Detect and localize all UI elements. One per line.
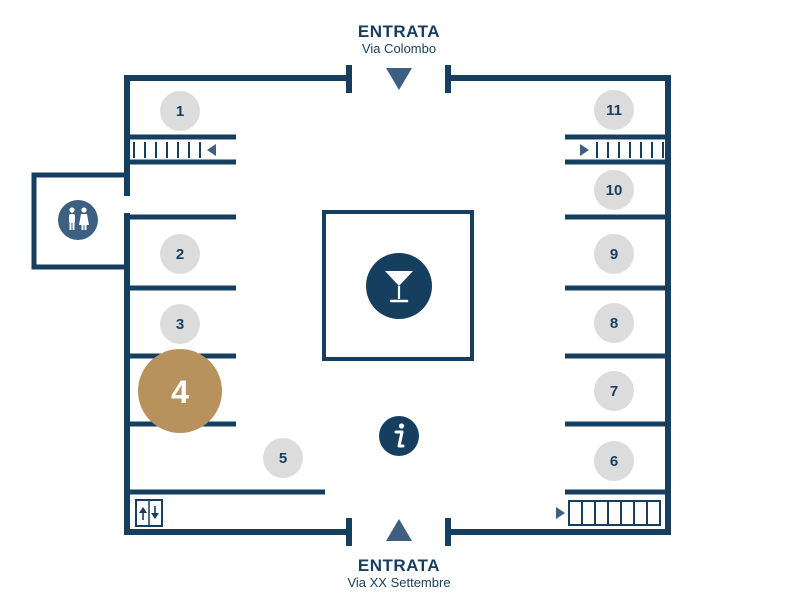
stairs-icon — [556, 500, 661, 526]
stall-marker[interactable]: 5 — [263, 438, 303, 478]
central-bar-area — [322, 210, 474, 361]
entrance-top-title: ENTRATA — [357, 22, 441, 41]
restroom-annex — [31, 172, 127, 270]
stall-marker[interactable]: 2 — [160, 234, 200, 274]
stairs-icon — [133, 142, 216, 158]
stall-marker[interactable]: 11 — [594, 90, 634, 130]
stall-marker[interactable]: 7 — [594, 371, 634, 411]
entrance-top-street: Via Colombo — [361, 41, 437, 56]
entrance-bottom-title: ENTRATA — [357, 556, 441, 575]
stall-marker[interactable]: 1 — [160, 91, 200, 131]
restroom-icon — [58, 200, 98, 240]
entrance-bottom-street: Via XX Settembre — [347, 575, 451, 590]
svg-text:9: 9 — [610, 246, 618, 263]
outer-walls — [124, 75, 671, 535]
stall-marker[interactable]: 3 — [160, 304, 200, 344]
triangle-down-icon — [386, 68, 412, 90]
stall-marker[interactable]: 10 — [594, 170, 634, 210]
info-icon[interactable] — [379, 416, 419, 456]
svg-text:4: 4 — [171, 374, 189, 410]
svg-text:11: 11 — [606, 102, 622, 119]
elevator-icon — [135, 499, 163, 527]
right-stall-dividers — [565, 134, 668, 495]
door-jambs — [346, 65, 451, 546]
svg-text:10: 10 — [606, 182, 623, 199]
left-stall-dividers — [127, 134, 325, 495]
svg-text:3: 3 — [176, 316, 184, 333]
triangle-up-icon — [386, 519, 412, 541]
stall-marker[interactable]: 9 — [594, 234, 634, 274]
stall-marker-highlighted[interactable]: 4 — [138, 349, 222, 433]
svg-text:7: 7 — [610, 383, 618, 400]
svg-text:2: 2 — [176, 246, 184, 263]
svg-text:8: 8 — [610, 315, 618, 332]
stall-marker[interactable]: 8 — [594, 303, 634, 343]
cocktail-glass-icon — [366, 253, 432, 319]
stairs-icon — [580, 142, 664, 158]
svg-text:5: 5 — [279, 450, 287, 467]
svg-text:1: 1 — [176, 103, 184, 120]
stall-marker[interactable]: 6 — [594, 441, 634, 481]
svg-text:6: 6 — [610, 453, 618, 470]
